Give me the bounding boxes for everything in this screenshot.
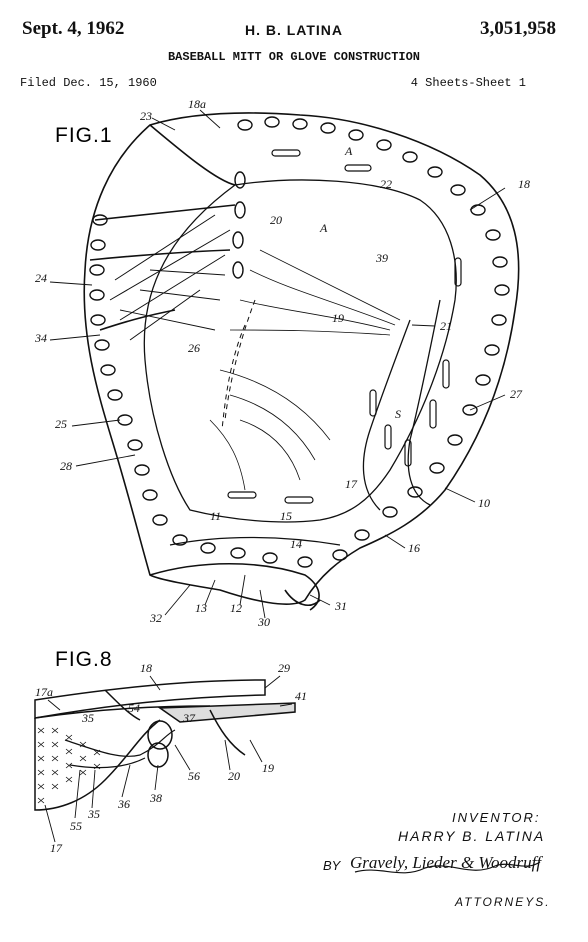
fig8-ref: 41 — [295, 689, 307, 703]
fig1-ref: 31 — [334, 599, 347, 613]
fig8-reference-numerals: 18 29 17a 54 41 35 37 55 35 36 38 56 20 … — [35, 661, 307, 855]
fig1-ref: 20 — [270, 213, 282, 227]
fig1-ref: 34 — [34, 331, 47, 345]
fig8-ref: 20 — [228, 769, 240, 783]
fig1-leader-lines — [49, 109, 506, 619]
fig1-ref: 26 — [188, 341, 200, 355]
fig1-ref: 25 — [55, 417, 67, 431]
fig1-ref: 10 — [478, 496, 490, 510]
patent-header: Sept. 4, 1962 H. B. LATINA 3,051,958 BAS… — [0, 0, 588, 100]
fig1-ref: A — [319, 221, 328, 235]
fig8-ref: 56 — [188, 769, 200, 783]
fig1-ref: 17 — [345, 477, 358, 491]
patent-date: Sept. 4, 1962 — [22, 18, 125, 39]
fig8-ref: 17a — [35, 685, 53, 699]
fig1-ref: 24 — [35, 271, 47, 285]
fig8-ref: 36 — [117, 797, 130, 811]
attorney-signature: Gravely, Lieder & Woodruff — [350, 853, 542, 872]
patent-title: BASEBALL MITT OR GLOVE CONSTRUCTION — [167, 50, 421, 64]
fig1-ref: 12 — [230, 601, 242, 615]
fig1-ref: 27 — [510, 387, 523, 401]
fig8-ref: 54 — [128, 701, 140, 715]
fig8-leader-lines — [44, 675, 293, 843]
fig1-ref: 15 — [280, 509, 292, 523]
fig1-label: FIG.1 — [55, 124, 113, 147]
signature-flourish — [354, 861, 541, 874]
fig1-ref: 32 — [149, 611, 162, 625]
fig1-ref: 23 — [140, 109, 152, 123]
fig8-ref: 37 — [182, 711, 196, 725]
fig1-ref: 16 — [408, 541, 420, 555]
sheet-count: 4 Sheets-Sheet 1 — [410, 76, 526, 90]
inventor-name: H. B. LATINA — [244, 22, 344, 38]
by-label: BY — [323, 858, 341, 873]
filed-date: Filed Dec. 15, 1960 — [20, 76, 157, 90]
fig1-ref: 19 — [332, 311, 344, 325]
fig1-ref: 11 — [210, 509, 221, 523]
inventor-caption: INVENTOR: — [452, 810, 541, 825]
fig8-ref: 38 — [149, 791, 162, 805]
patent-number: 3,051,958 — [480, 18, 556, 39]
fig1-ref: 14 — [290, 537, 302, 551]
fig8-ref: 19 — [262, 761, 274, 775]
fig8-ref: 35 — [87, 807, 100, 821]
fig1-ref: S — [395, 407, 401, 421]
fig8-ref: 17 — [50, 841, 63, 855]
fig1-ref: 18a — [188, 97, 206, 111]
fig8-label: FIG.8 — [55, 648, 113, 671]
attorneys-caption: ATTORNEYS. — [455, 895, 551, 909]
fig8-section-drawing — [34, 679, 296, 811]
fig8-ref: 55 — [70, 819, 82, 833]
inventor-full-name: HARRY B. LATINA — [398, 828, 546, 844]
fig1-ref: 30 — [257, 615, 270, 629]
fig1-ref: A — [344, 144, 353, 158]
fig1-ref: 21 — [440, 319, 452, 333]
fig1-ref: 28 — [60, 459, 72, 473]
fig1-ref: 13 — [195, 601, 207, 615]
fig1-ref: 39 — [375, 251, 388, 265]
fig1-reference-numerals: 23 18a A 22 18 20 A 39 24 19 21 34 26 27… — [34, 97, 530, 629]
fig8-ref: 18 — [140, 661, 152, 675]
fig8-padding-texture — [37, 727, 101, 804]
fig1-mitt-drawing — [83, 112, 520, 611]
fig8-ref: 35 — [81, 711, 94, 725]
fig1-ref: 18 — [518, 177, 530, 191]
fig1-ref: 22 — [380, 177, 392, 191]
fig1-palm-slots — [227, 149, 462, 504]
fig8-ref: 29 — [278, 661, 290, 675]
